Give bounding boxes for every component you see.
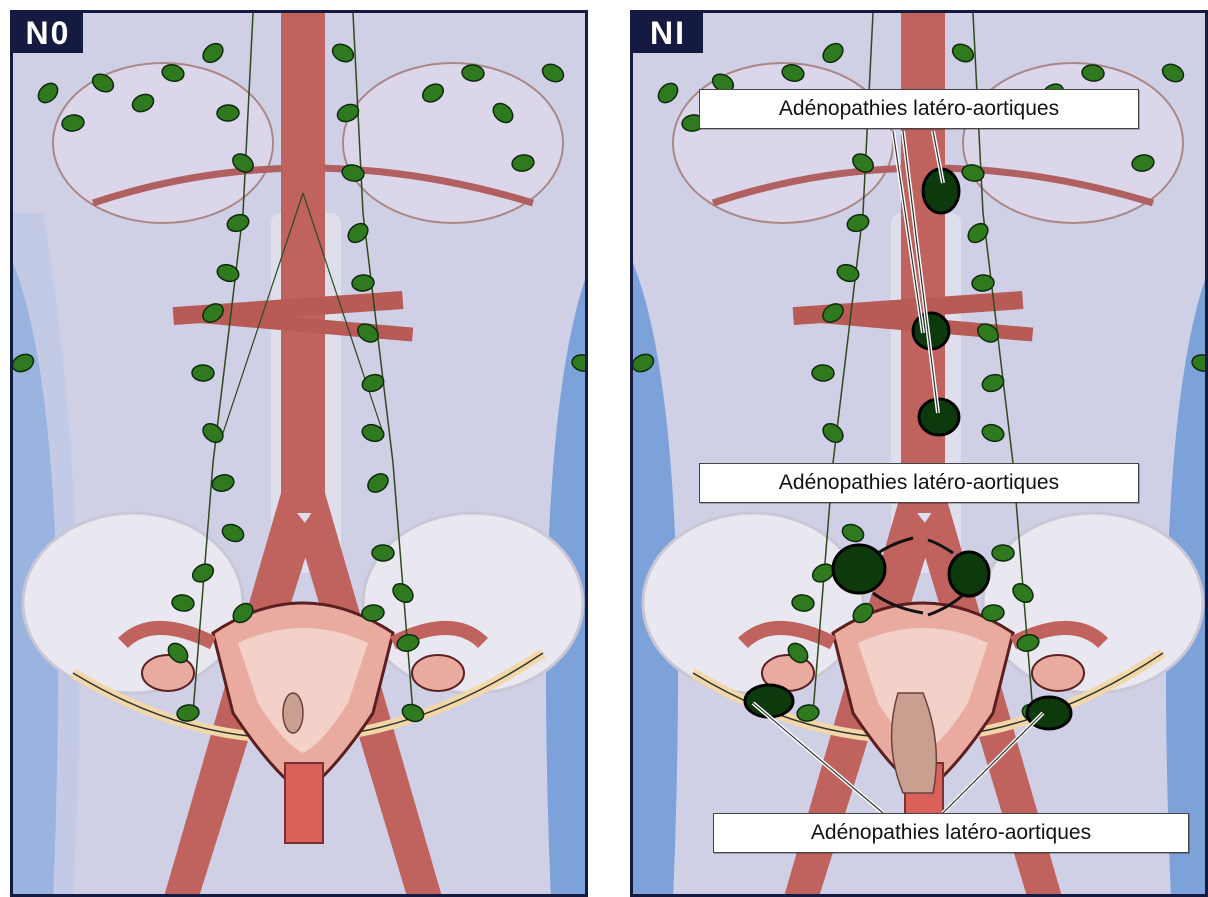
lymph-node [992, 545, 1014, 561]
enlarged-node [833, 545, 885, 593]
pelvic-anatomy [13, 13, 588, 897]
stage-label-n1: NI [633, 13, 703, 53]
lymph-node [372, 545, 394, 561]
anatomy-illustration-n0 [13, 13, 588, 897]
callout-middle: Adénopathies latéro-aortiques [699, 463, 1139, 503]
callout-top: Adénopathies latéro-aortiques [699, 89, 1139, 129]
lymph-node [217, 104, 240, 121]
enlarged-node [919, 399, 959, 435]
panel-n0: N0 [10, 10, 588, 897]
stage-label-n0: N0 [13, 13, 83, 53]
pelvic-anatomy [633, 13, 1208, 897]
enlarged-node [745, 685, 793, 717]
panel-n1: NI Adénopathies latéro-aortiques Adénopa… [630, 10, 1208, 897]
lymph-node [192, 365, 215, 382]
enlarged-node [949, 552, 989, 596]
anatomy-illustration-n1 [633, 13, 1208, 897]
callout-bottom: Adénopathies latéro-aortiques [713, 813, 1189, 853]
lymph-node [812, 365, 835, 382]
